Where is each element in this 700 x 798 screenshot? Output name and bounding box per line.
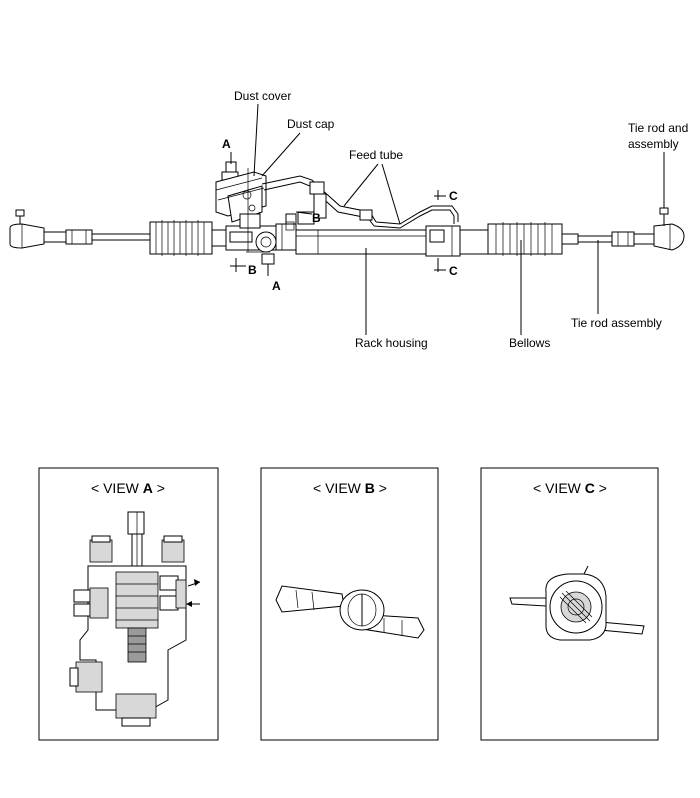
pinion-valve (215, 161, 275, 265)
feed-tubes (261, 175, 459, 231)
view-c-clamp (509, 565, 645, 641)
marker-a-bottom: A (272, 279, 281, 293)
gear-housing (225, 213, 297, 253)
left-bellows (149, 220, 227, 256)
section-markers: A A B B C C (222, 137, 458, 293)
view-a-panel: < VIEW A > (38, 467, 219, 741)
label-feed-tube: Feed tube (349, 148, 403, 162)
marker-c-lower: C (449, 264, 458, 278)
marker-a-top: A (222, 137, 231, 151)
steering-gear-assembly (9, 161, 685, 265)
view-b-panel: < VIEW B > (260, 467, 439, 741)
view-a-cross-section (69, 511, 201, 727)
label-tie-rod-and-assembly-line2: assembly (628, 137, 679, 151)
label-dust-cover: Dust cover (234, 89, 291, 103)
label-dust-cap: Dust cap (287, 117, 335, 131)
view-b-title: < VIEW B > (313, 480, 387, 496)
right-bellows (487, 222, 579, 256)
view-b-bracket (275, 585, 425, 639)
label-bellows: Bellows (509, 336, 550, 350)
right-tie-rod (577, 207, 685, 251)
view-c-panel: < VIEW C > (480, 467, 659, 741)
callout-labels: Dust cover Dust cap Feed tube Tie rod an… (234, 89, 688, 350)
left-tie-rod-end (9, 209, 151, 249)
view-c-title: < VIEW C > (533, 480, 607, 496)
marker-b-lower: B (248, 263, 257, 277)
marker-b-upper: B (312, 211, 321, 225)
label-rack-housing: Rack housing (355, 336, 428, 350)
label-tie-rod-assembly: Tie rod assembly (571, 316, 662, 330)
label-tie-rod-and-assembly-line1: Tie rod and (628, 121, 688, 135)
rack-housing (295, 225, 489, 257)
marker-c-upper: C (449, 189, 458, 203)
view-a-title: < VIEW A > (91, 480, 165, 496)
